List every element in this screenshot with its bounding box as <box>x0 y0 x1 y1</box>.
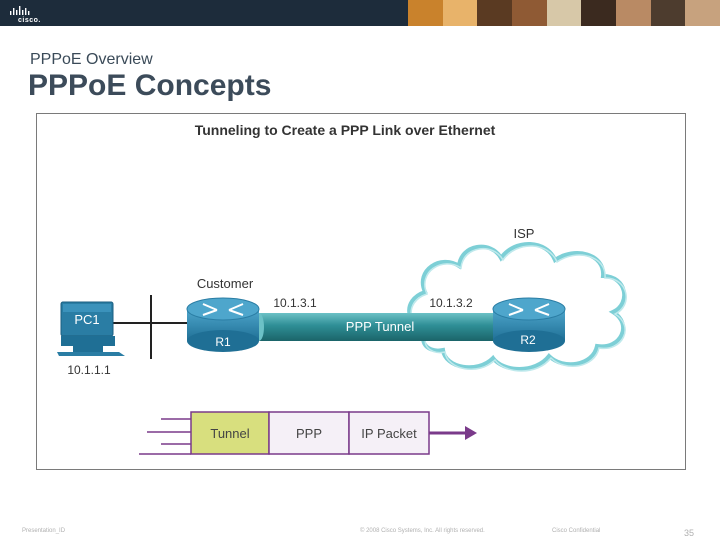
customer-label: Customer <box>197 276 254 291</box>
frame-tunnel-segment <box>190 411 270 455</box>
diagram-title: Tunneling to Create a PPP Link over Ethe… <box>195 122 496 138</box>
footer-copyright: © 2008 Cisco Systems, Inc. All rights re… <box>360 528 485 534</box>
r1-router-icon <box>186 297 260 352</box>
frame-ip-packet-segment <box>348 411 430 455</box>
r2-label: R2 <box>520 333 536 347</box>
encapsulation-frame <box>139 411 477 455</box>
people-photo-strip <box>408 0 720 26</box>
footer-page-number: 35 <box>684 528 695 538</box>
cisco-logo: cisco. <box>8 4 42 24</box>
isp-label: ISP <box>514 226 535 241</box>
r1-ip: 10.1.3.1 <box>273 296 317 310</box>
r2-router-icon <box>492 297 566 352</box>
top-banner: cisco. <box>0 0 720 26</box>
frame-tunnel-label: Tunnel <box>210 426 249 441</box>
footer-presentation-id: Presentation_ID <box>22 528 66 534</box>
pppoe-tunnel-diagram: Tunneling to Create a PPP Link over Ethe… <box>36 113 686 470</box>
r2-ip: 10.1.3.2 <box>429 296 473 310</box>
ppp-tunnel-label: PPP Tunnel <box>346 319 415 334</box>
cisco-wordmark: cisco. <box>18 17 41 24</box>
frame-ip-packet-label: IP Packet <box>361 426 417 441</box>
pc1-computer-icon <box>57 301 125 356</box>
pc1-ip: 10.1.1.1 <box>67 363 111 377</box>
footer-confidential: Cisco Confidential <box>552 528 601 534</box>
r1-label: R1 <box>215 335 231 349</box>
section-title: PPPoE Overview <box>30 51 153 68</box>
pc1-label: PC1 <box>74 312 99 327</box>
page-title: PPPoE Concepts <box>28 69 272 102</box>
frame-ppp-label: PPP <box>296 426 322 441</box>
